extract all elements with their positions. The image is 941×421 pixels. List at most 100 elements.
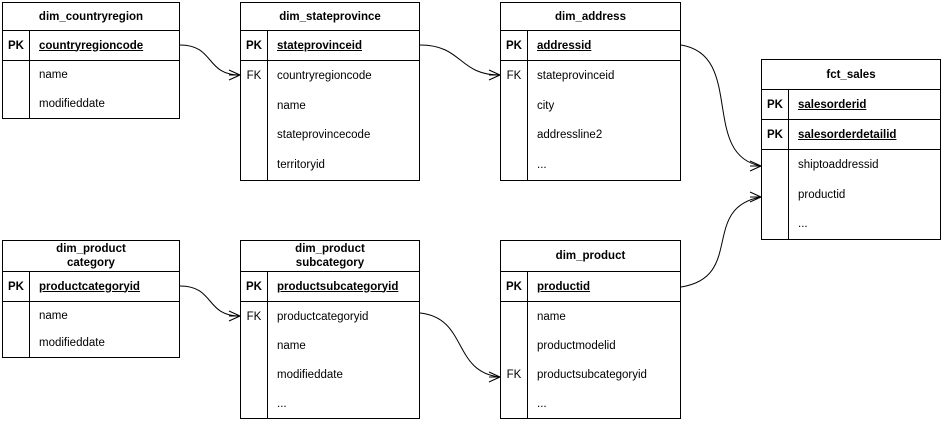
key-marker-empty (501, 331, 527, 360)
key-marker-empty (241, 389, 267, 418)
cardinality-many-prong-0 (488, 69, 501, 76)
relationship-productcategory-to-subcategory[interactable] (176, 281, 241, 322)
field-name: shiptoaddressid (798, 158, 879, 171)
field-name: stateprovinceid (277, 39, 362, 52)
field-name: productsubcategoryid (537, 368, 647, 381)
key-marker-pk: PK (3, 272, 30, 301)
relationship-product-to-sales[interactable] (677, 191, 762, 292)
field-name: productid (798, 188, 846, 201)
field-name: modifieddate (277, 368, 343, 381)
field-name: ... (537, 397, 547, 410)
relationship-line (680, 44, 762, 167)
field-name: name (537, 310, 566, 323)
cardinality-many-prong-2 (488, 376, 501, 383)
key-marker-empty (241, 91, 267, 121)
relationship-countryregion-to-stateprovince[interactable] (176, 40, 241, 81)
cardinality-many-prong-0 (228, 69, 241, 76)
key-marker-pk: PK (3, 31, 30, 60)
key-marker-pk: PK (241, 272, 268, 301)
key-marker-empty (241, 150, 267, 180)
field-name: salesorderid (798, 98, 867, 111)
field-name: ... (277, 397, 287, 410)
key-marker-empty (501, 302, 527, 331)
field-row[interactable]: PK stateprovinceid (241, 31, 419, 61)
relationship-productsubcategory-to-product[interactable] (416, 308, 501, 383)
field-name: name (39, 69, 68, 82)
field-name: city (537, 99, 555, 112)
field-name: name (277, 339, 306, 352)
key-marker-column: FK (501, 302, 528, 418)
key-marker-column (762, 150, 789, 239)
entity-title: dim_countryregion (3, 3, 179, 31)
attribute-group: FK name productmodelid productsubcategoryid… (501, 302, 680, 418)
cardinality-many-prong-2 (488, 74, 501, 81)
relationship-line (419, 312, 501, 378)
relationship-line (179, 44, 241, 76)
key-marker-column (3, 302, 30, 357)
relationship-address-to-sales[interactable] (677, 40, 762, 172)
key-marker-empty (3, 90, 29, 119)
key-marker-empty (501, 91, 527, 121)
key-marker-column (3, 61, 30, 118)
cardinality-many-prong-0 (488, 371, 501, 378)
key-marker-empty (241, 360, 267, 389)
cardinality-many-prong-0 (749, 160, 762, 167)
field-name: countryregioncode (277, 69, 372, 82)
field-name: stateprovinceid (537, 69, 615, 82)
cardinality-many-prong-2 (228, 74, 241, 81)
field-row[interactable]: PK countryregioncode (3, 31, 179, 61)
key-marker-column: FK (241, 61, 268, 180)
key-marker-fk: FK (506, 69, 522, 82)
relationship-line (179, 285, 241, 317)
cardinality-many-prong-2 (749, 165, 762, 172)
field-name: name (39, 309, 68, 322)
key-marker-empty (3, 330, 29, 358)
key-marker-empty (762, 209, 788, 239)
key-marker-empty (501, 389, 527, 418)
cardinality-many-prong-2 (228, 315, 241, 322)
key-marker-pk: PK (501, 272, 528, 301)
field-name: ... (537, 159, 547, 172)
cardinality-many-prong-0 (228, 310, 241, 317)
key-marker-column: FK (501, 61, 528, 180)
field-name: addressid (537, 39, 592, 52)
field-name: countryregioncode (39, 39, 144, 52)
key-marker-fk: FK (506, 368, 522, 381)
key-marker-empty (501, 121, 527, 151)
key-marker-fk: FK (246, 69, 262, 82)
entity-title: dim_address (501, 3, 680, 31)
key-marker-empty (3, 302, 29, 330)
key-marker-pk: PK (241, 31, 268, 60)
key-marker-empty (3, 61, 29, 90)
field-name: productmodelid (537, 339, 616, 352)
relationship-stateprovince-to-address[interactable] (416, 40, 501, 81)
attribute-list: name productmodelid productsubcategoryid..… (528, 302, 680, 418)
field-name: name (277, 99, 306, 112)
